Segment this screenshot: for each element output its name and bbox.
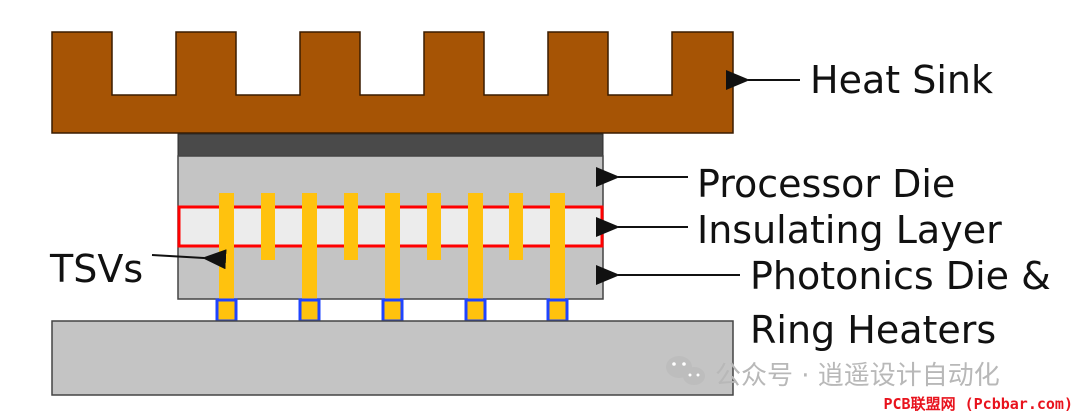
label-heat-sink: Heat Sink [810, 58, 993, 102]
bump-pad [215, 298, 238, 323]
label-insulating-layer: Insulating Layer [697, 208, 1002, 252]
bump-pad [298, 298, 321, 323]
tsv-short [509, 193, 523, 260]
tsv-group [219, 193, 565, 300]
watermark-wechat-text: 公众号 · 逍遥设计自动化 [715, 361, 1000, 391]
tsv-long [219, 193, 234, 300]
thermal-interface-layer [177, 133, 604, 157]
tsv-short [427, 193, 441, 260]
label-processor-die: Processor Die [697, 162, 955, 206]
bump-pad [381, 298, 404, 323]
bump-pad [464, 298, 487, 323]
tsv-long [302, 193, 317, 300]
arrow-tsvs [151, 249, 227, 270]
label-photonics-die: Photonics Die & [750, 254, 1051, 298]
bump-pad [546, 298, 569, 323]
substrate [51, 320, 734, 396]
wechat-icon [666, 356, 705, 385]
tsv-long [468, 193, 483, 300]
bump-pads [215, 298, 569, 323]
label-ring-heaters: Ring Heaters [750, 308, 996, 352]
tsv-short [261, 193, 275, 260]
tsv-long [385, 193, 400, 300]
tsv-long [550, 193, 565, 300]
heat-sink [51, 31, 734, 134]
label-tsvs: TSVs [49, 247, 143, 291]
tsv-short [344, 193, 358, 260]
watermark-site-text: PCB联盟网 (Pcbbar.com) [884, 395, 1074, 413]
